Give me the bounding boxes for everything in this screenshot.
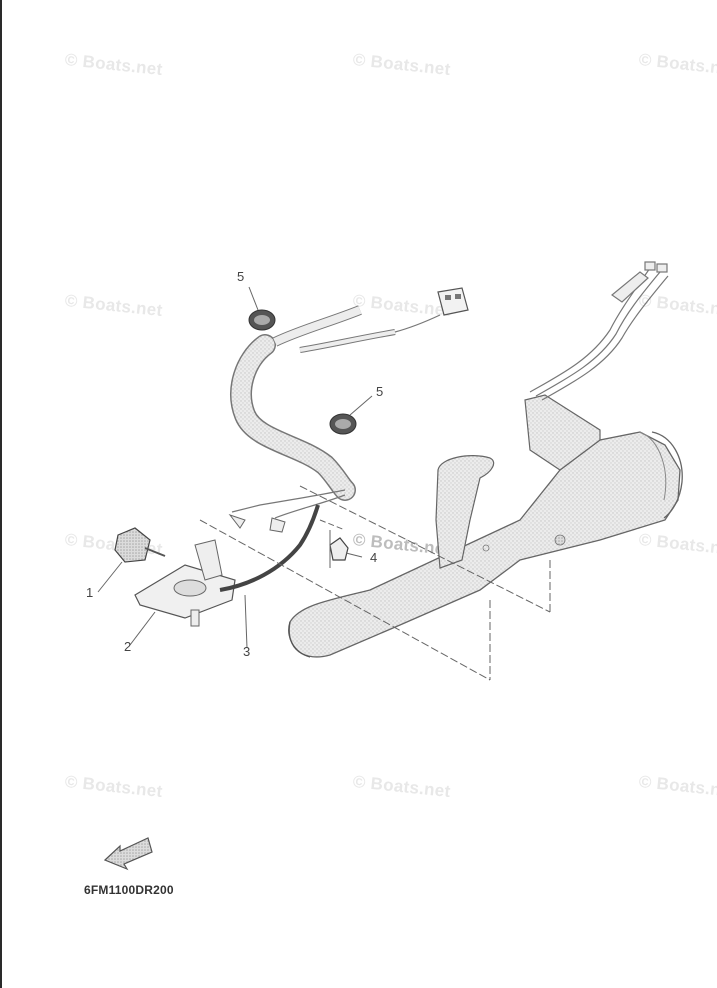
callout-5-upper: 5 (237, 269, 245, 284)
grommet-upper (248, 309, 276, 331)
page-left-border (0, 0, 2, 988)
callout-5-lower: 5 (376, 384, 384, 399)
callout-4: 4 (370, 550, 378, 565)
grommet-lower (329, 413, 357, 435)
tiller-handle (288, 394, 683, 658)
callout-3: 3 (243, 644, 251, 659)
callout-2: 2 (124, 639, 132, 654)
lead-wire (219, 504, 320, 592)
wiring-harness (230, 287, 469, 519)
forward-arrow-icon (103, 837, 153, 871)
leader-lines (97, 286, 551, 681)
clamp (329, 537, 349, 561)
switch-connector (114, 527, 166, 563)
tiller-cables (529, 261, 669, 401)
small-fasteners (228, 514, 286, 533)
diagram-code: 6FM1100DR200 (84, 883, 174, 897)
mounting-bracket (134, 539, 236, 627)
callout-1: 1 (86, 585, 94, 600)
